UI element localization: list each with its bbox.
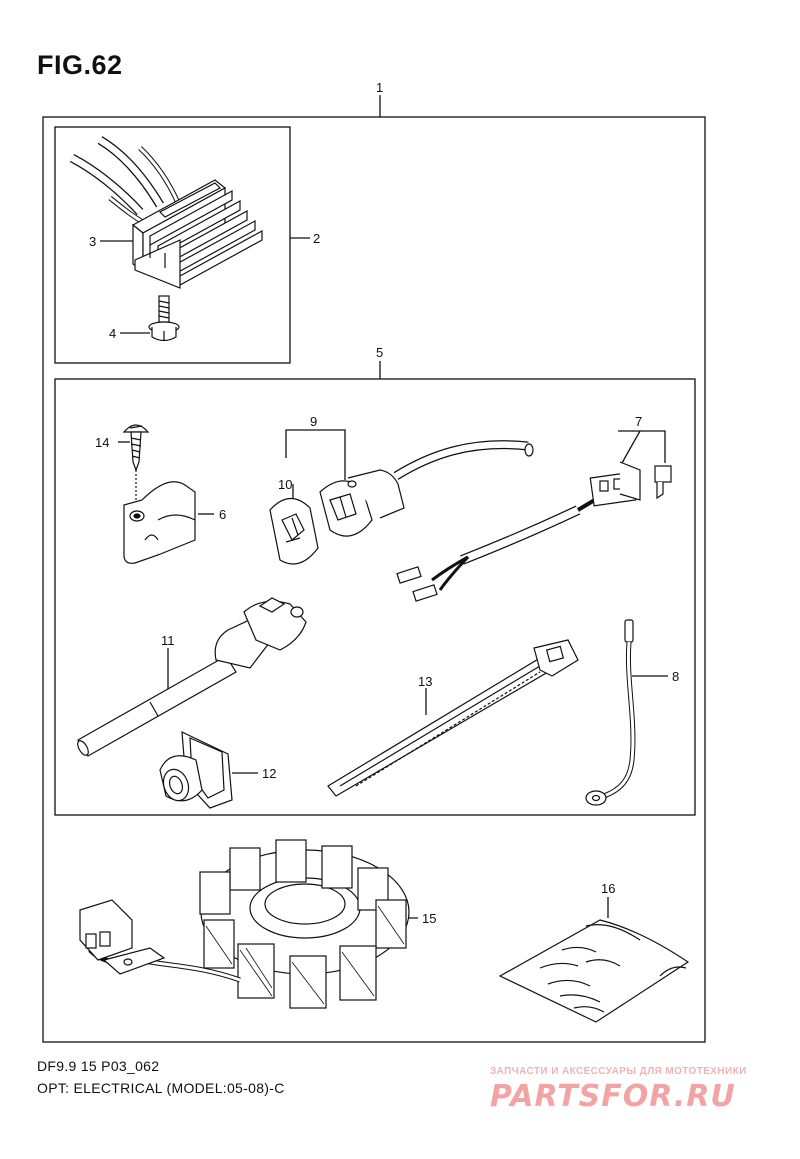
assembly-frame [42,116,706,1043]
callout-8: 8 [672,669,679,684]
callout-5: 5 [376,345,383,360]
bag-icon [498,919,690,1023]
stator-coil-icon [79,839,410,1009]
screw-icon [122,424,150,502]
watermark-tagline: ЗАПЧАСТИ И АКСЕССУАРЫ ДЛЯ МОТОТЕХНИКИ [490,1066,747,1077]
callout-15: 15 [422,911,436,926]
callout-9: 9 [310,414,317,429]
cable-tie-icon [327,639,579,797]
connector-icon [269,469,405,565]
rectifier-icon [69,136,263,289]
wire-icon [77,597,307,757]
ground-wire-icon [585,619,636,806]
callout-12: 12 [262,766,276,781]
watermark-logo: PARTSFOR.RU [490,1079,736,1114]
callout-13: 13 [418,674,432,689]
callout-4: 4 [109,326,116,341]
callout-10: 10 [278,477,292,492]
grommet-icon [159,731,233,809]
callout-11: 11 [161,633,175,648]
callout-2: 2 [313,231,320,246]
bolt-icon [148,295,180,342]
callout-14: 14 [95,435,109,450]
figure-code: DF9.9 15 P03_062 [37,1058,160,1074]
callout-1: 1 [376,80,383,95]
callout-7: 7 [635,414,642,429]
figure-caption: OPT: ELECTRICAL (MODEL:05-08)-C [37,1080,285,1096]
clamp-icon [123,481,196,564]
callout-6: 6 [219,507,226,522]
kit-subframe [54,378,696,816]
callout-3: 3 [89,234,96,249]
wire-harness-icon [393,440,672,602]
callout-16: 16 [601,881,615,896]
rectifier-subframe [54,126,291,364]
figure-title: FIG.62 [37,50,123,80]
